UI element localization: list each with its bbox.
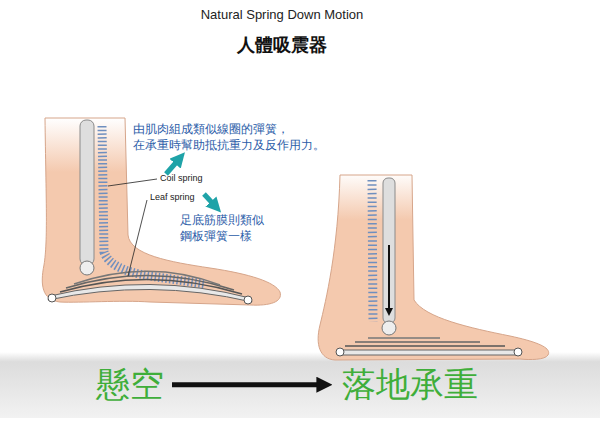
coil-spring: [372, 180, 373, 322]
flow-arrow: [172, 382, 326, 387]
state-label: 落地承重: [338, 364, 482, 405]
part-label: Leaf spring: [150, 191, 220, 203]
spring-pin: [336, 348, 344, 356]
state-text: 落地承重: [342, 366, 478, 403]
load-arrow: [388, 245, 390, 312]
leaf-spring: [368, 337, 440, 339]
leaf-spring: [345, 345, 505, 347]
leaf-spring: [74, 271, 220, 285]
leaf-spring: [338, 350, 518, 355]
callout-text: 足底筋膜則類似 鋼板彈簧一樣: [180, 212, 280, 244]
ankle-joint: [80, 261, 94, 275]
spring-pin: [514, 348, 522, 356]
title: Natural Spring Down Motion: [112, 6, 452, 24]
state-label: 懸空: [92, 364, 168, 405]
ground-band: [0, 352, 600, 418]
callout-text: 由肌肉組成類似線圈的彈簧， 在承重時幫助抵抗重力及反作用力。: [133, 121, 353, 153]
leg-bone: [383, 178, 395, 323]
callout-arrow: [204, 194, 216, 207]
spring-pin: [48, 294, 56, 302]
state-text: 懸空: [96, 366, 164, 403]
leaf-spring: [355, 341, 480, 343]
leader-line: [108, 179, 157, 186]
foot-skin: [318, 175, 549, 360]
subtitle: 人體吸震器: [182, 33, 382, 57]
leaf-spring: [66, 275, 234, 290]
ankle-joint: [382, 321, 396, 335]
leader-line: [128, 200, 147, 276]
leg-bone: [80, 120, 94, 265]
part-label: Coil spring: [160, 172, 230, 184]
spring-pin: [244, 296, 252, 304]
callout-arrow: [166, 158, 180, 174]
